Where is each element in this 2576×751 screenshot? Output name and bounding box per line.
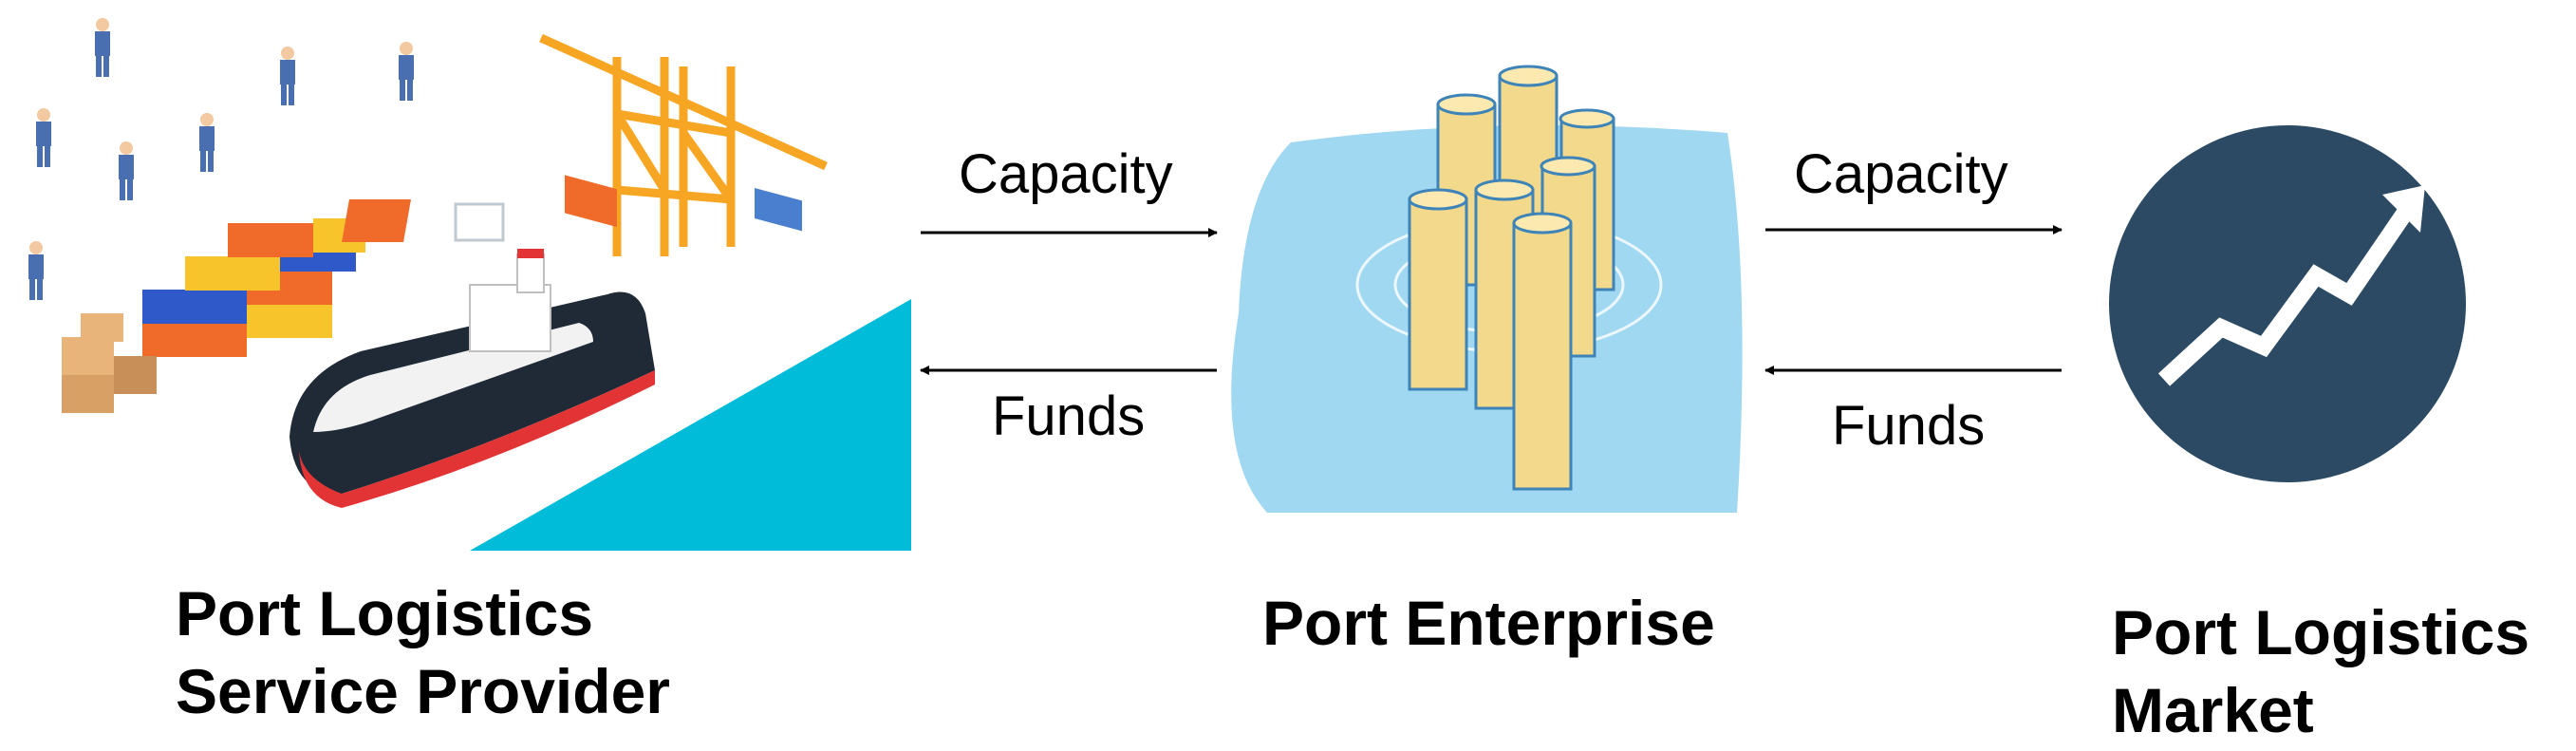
container-stack-icon <box>142 218 365 357</box>
worker-icons <box>28 18 414 300</box>
flow-label-capacity-left: Capacity <box>959 143 1173 205</box>
cargo-boxes-icon <box>62 313 157 413</box>
triangle-shape <box>470 299 911 551</box>
market-line2: Market <box>2112 675 2314 745</box>
node-label-market: Port Logistics Market <box>2112 593 2529 749</box>
coin-stacks-illustration <box>1231 65 1743 513</box>
port-illustration <box>28 18 911 551</box>
market-line1: Port Logistics <box>2112 597 2530 667</box>
provider-line1: Port Logistics <box>176 578 594 648</box>
flow-label-capacity-right: Capacity <box>1794 143 2008 205</box>
node-label-provider: Port Logistics Service Provider <box>176 574 670 730</box>
provider-line2: Service Provider <box>176 656 670 726</box>
coin-stack <box>1512 212 1573 491</box>
node-label-enterprise: Port Enterprise <box>1262 588 1715 658</box>
coin-stack <box>1408 188 1468 391</box>
rising-chart-icon <box>2109 125 2466 482</box>
flow-label-funds-left: Funds <box>992 385 1146 447</box>
ship-icon <box>289 249 655 508</box>
flow-label-funds-right: Funds <box>1832 395 1986 457</box>
